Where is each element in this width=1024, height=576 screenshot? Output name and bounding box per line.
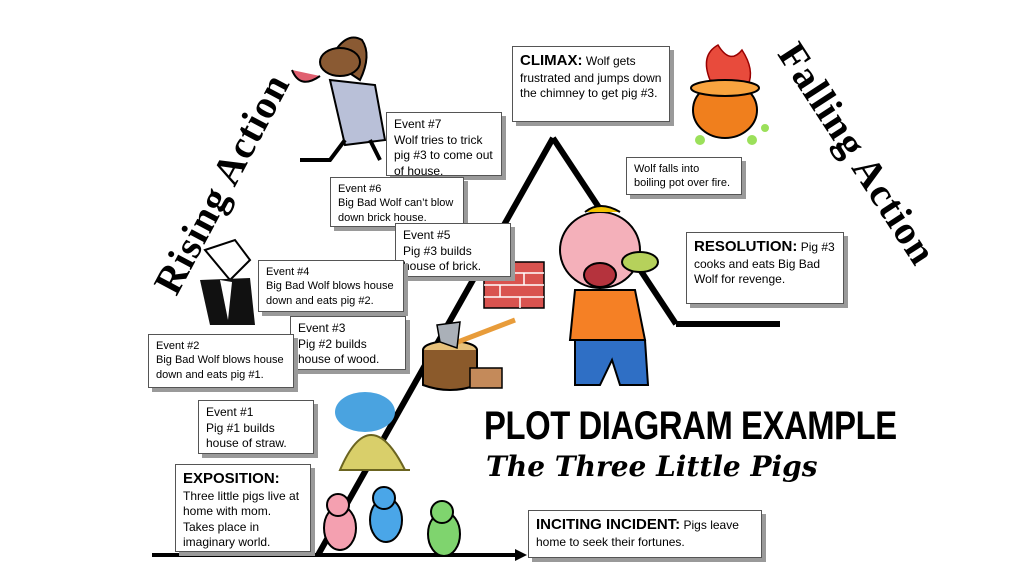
event-5-box: Event #5 Pig #3 builds house of brick. bbox=[395, 223, 511, 277]
wolf-cartoon-icon bbox=[291, 36, 387, 162]
wolf-in-suit-icon bbox=[200, 238, 255, 325]
climax-box: CLIMAX: Wolf gets frustrated and jumps d… bbox=[512, 46, 670, 122]
event-6-heading: Event #6 bbox=[338, 183, 382, 195]
event-6-box: Event #6 Big Bad Wolf can’t blow down br… bbox=[330, 177, 464, 227]
inciting-incident-box: INCITING INCIDENT: Pigs leave home to se… bbox=[528, 510, 762, 558]
exposition-heading: EXPOSITION: bbox=[183, 470, 280, 487]
resolution-box: RESOLUTION: Pig #3 cooks and eats Big Ba… bbox=[686, 232, 844, 304]
event-2-text: Big Bad Wolf blows house down and eats p… bbox=[156, 354, 284, 381]
event-3-box: Event #3 Pig #2 builds house of wood. bbox=[290, 316, 406, 370]
axe-in-stump-icon bbox=[422, 317, 516, 391]
event-5-heading: Event #5 bbox=[403, 228, 451, 242]
exposition-box: EXPOSITION: Three little pigs live at ho… bbox=[175, 464, 311, 552]
page-title: PLOT DIAGRAM EXAMPLE bbox=[484, 404, 897, 448]
climax-heading: CLIMAX: bbox=[520, 52, 583, 69]
event-1-heading: Event #1 bbox=[206, 405, 254, 419]
haystack-icon bbox=[335, 392, 410, 471]
event-1-box: Event #1 Pig #1 builds house of straw. bbox=[198, 400, 314, 454]
falling-action-box: Wolf falls into boiling pot over fire. bbox=[626, 157, 742, 195]
boiling-pot-icon bbox=[690, 43, 769, 145]
event-5-text: Pig #3 builds house of brick. bbox=[403, 243, 482, 274]
event-7-text: Wolf tries to trick pig #3 to come out o… bbox=[394, 132, 493, 178]
event-3-heading: Event #3 bbox=[298, 321, 346, 335]
event-7-box: Event #7 Wolf tries to trick pig #3 to c… bbox=[386, 112, 502, 178]
resolution-text: Pig #3 cooks and eats Big Bad Wolf for r… bbox=[694, 240, 835, 287]
three-pigs-icon bbox=[323, 486, 461, 557]
inciting-incident-heading: INCITING INCIDENT: bbox=[536, 516, 681, 533]
pig-eating-icon bbox=[559, 205, 659, 386]
event-4-heading: Event #4 bbox=[266, 266, 310, 278]
page-subtitle: The Three Little Pigs bbox=[486, 450, 818, 483]
event-2-heading: Event #2 bbox=[156, 340, 200, 352]
event-2-box: Event #2 Big Bad Wolf blows house down a… bbox=[148, 334, 294, 388]
exposition-text: Three little pigs live at home with mom.… bbox=[183, 488, 300, 550]
event-4-box: Event #4 Big Bad Wolf blows house down a… bbox=[258, 260, 404, 312]
falling-action-text: Wolf falls into boiling pot over fire. bbox=[634, 163, 730, 190]
event-4-text: Big Bad Wolf blows house down and eats p… bbox=[266, 280, 394, 307]
resolution-heading: RESOLUTION: bbox=[694, 238, 798, 255]
event-6-text: Big Bad Wolf can’t blow down brick house… bbox=[338, 197, 454, 224]
event-3-text: Pig #2 builds house of wood. bbox=[298, 336, 380, 367]
event-1-text: Pig #1 builds house of straw. bbox=[206, 420, 287, 451]
inciting-incident-text: Pigs leave home to seek their fortunes. bbox=[536, 518, 739, 549]
climax-text: Wolf gets frustrated and jumps down the … bbox=[520, 54, 662, 101]
event-7-heading: Event #7 bbox=[394, 117, 442, 131]
